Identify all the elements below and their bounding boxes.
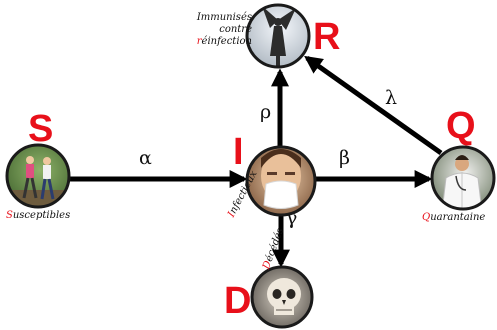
walking-people-icon: [5, 143, 71, 209]
rate-gamma: γ: [286, 207, 298, 229]
compartment-label-i: I: [233, 131, 244, 173]
angel-statue-icon: [245, 3, 311, 69]
sick-person-icon: [245, 145, 317, 217]
compartment-label-s: S: [28, 108, 54, 150]
caption-susceptibles: Susceptibles: [6, 210, 71, 221]
compartment-label-d: D: [224, 280, 252, 322]
rate-rho: ρ: [260, 101, 272, 123]
caption-quarantaine: Quarantaine: [422, 212, 486, 223]
rate-lambda: λ: [385, 87, 398, 109]
skull-icon: [250, 265, 314, 329]
doctor-icon: [430, 145, 496, 211]
compartment-label-q: Q: [446, 105, 476, 147]
compartment-label-r: R: [313, 16, 341, 58]
rate-alpha: α: [139, 147, 152, 169]
caption-immunises: Immunisés contre réinfection: [196, 12, 252, 47]
arrow-q-to-r: [304, 55, 443, 156]
rate-beta: β: [339, 147, 350, 169]
